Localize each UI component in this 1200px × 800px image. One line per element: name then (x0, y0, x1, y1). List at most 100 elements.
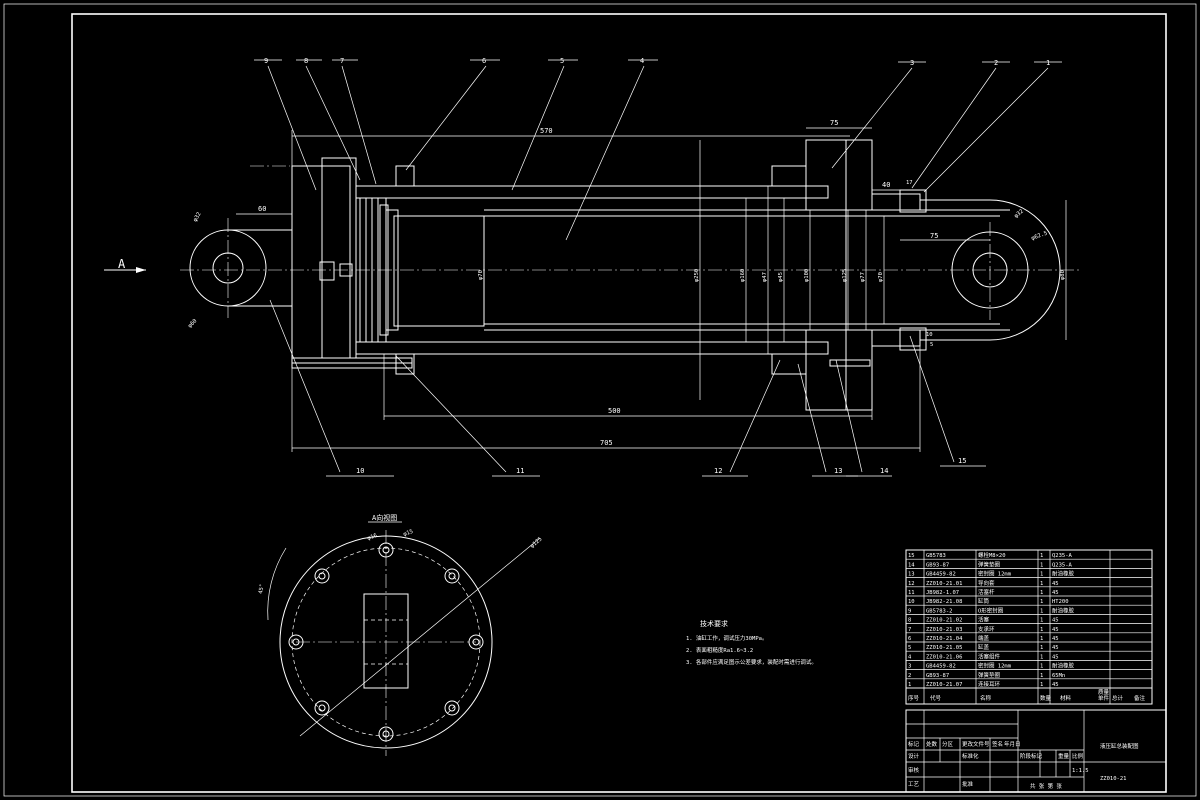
dim-phi-left-big: φ60 (187, 318, 198, 329)
tb-scale-value: 1:1.5 (1072, 768, 1089, 774)
bom-cell: 缸盖 (978, 643, 990, 651)
tb-drawing-name: 液压缸总装配图 (1100, 742, 1139, 750)
tb-label-process: 工艺 (908, 781, 920, 788)
dim-5: 5 (930, 342, 933, 348)
bom-cell: 1 (1040, 673, 1043, 679)
part-number-6: 6 (482, 57, 486, 65)
part-number-9: 9 (264, 57, 268, 65)
part-number-11: 11 (516, 467, 524, 475)
bom-cell: 65Mn (1052, 673, 1065, 679)
part-number-13: 13 (834, 467, 842, 475)
bom-cell: 2 (908, 673, 911, 679)
bom-cell: 7 (908, 627, 911, 633)
bom-cell: 1 (908, 682, 911, 688)
dim-phi-mid-5: φ125 (842, 269, 848, 282)
tb-label-review: 审核 (908, 766, 920, 774)
bom-header-cell: 总计 (1112, 694, 1124, 702)
bom-cell: 1 (1040, 553, 1043, 559)
part-number-10: 10 (356, 467, 364, 475)
bom-cell: 4 (908, 654, 912, 660)
bom-cell: 活塞杆 (978, 588, 995, 596)
dim-75-top: 75 (830, 119, 838, 127)
bom-cell: 45 (1052, 627, 1059, 633)
part-number-14: 14 (880, 467, 888, 475)
bom-cell: 12 (908, 581, 915, 587)
bom-header-cell: 代号 (930, 694, 942, 702)
bom-cell: ZZ010-21.06 (926, 654, 962, 660)
bom-cell: 弹簧垫圈 (978, 671, 1001, 679)
dim-75-right: 75 (930, 232, 938, 240)
part-number-12: 12 (714, 467, 722, 475)
bom-cell: ZZ010-21.03 (926, 627, 962, 633)
dim-phi-mid-1: φ160 (740, 269, 746, 282)
bom-cell: 1 (1040, 682, 1043, 688)
bom-cell: 9 (908, 608, 911, 614)
bom-cell: 8 (908, 618, 911, 624)
bom-cell: 活塞 (978, 616, 990, 624)
view-arrow-label: A (118, 257, 126, 271)
section-view: 570 705 500 75 75 60 40 17 10 5 φ32 φ60 … (104, 57, 1080, 477)
tb-weight-label: 重量 (1058, 752, 1070, 760)
bom-cell: Q235-A (1052, 562, 1073, 568)
bom-cell: GB4459-82 (926, 572, 956, 578)
dim-phi-right-small: φ32 (1013, 209, 1024, 220)
dim-500: 500 (608, 407, 621, 415)
bom-cell: JB982-21.08 (926, 599, 962, 605)
notes-line-1: 1. 油缸工作，调试压力30MPa。 (686, 634, 768, 642)
cylinder-tube-top (355, 185, 829, 199)
dim-10: 10 (926, 332, 933, 338)
tb-label-zone: 分区 (942, 740, 954, 748)
dim-17: 17 (906, 180, 913, 186)
bom-cell: 1 (1040, 590, 1043, 596)
bom-frame (905, 549, 1153, 705)
bom-cell: 1 (1040, 618, 1043, 624)
bom-header-weight: 质量 (1098, 688, 1110, 696)
bom-cell: ZZ010-21.01 (926, 581, 962, 587)
bom-cell: 45 (1052, 682, 1059, 688)
bom-cell: 5 (908, 645, 911, 651)
bom-cell: 45 (1052, 618, 1059, 624)
dim-phi-left-small: φ32 (193, 211, 203, 223)
bom-cell: GB93-87 (926, 673, 949, 679)
dim-phi-mid-7: φ70 (878, 272, 884, 282)
bom-cell: 3 (908, 664, 911, 670)
bom-cell: ZZ010-21.04 (926, 636, 963, 642)
bom-cell: JB982-1.07 (926, 590, 959, 596)
bom-cell: 45 (1052, 654, 1059, 660)
tb-label-approve: 批准 (962, 780, 974, 788)
notes-line-3: 3. 各部件应满足图示公差要求，装配时需进行调试。 (686, 658, 817, 666)
part-number-15: 15 (958, 457, 966, 465)
tb-label-standard: 标准化 (962, 752, 979, 760)
bom-cell: 6 (908, 636, 911, 642)
bom-cell: 螺栓M8×20 (978, 551, 1006, 559)
bom-cell: GB5783 (926, 553, 946, 559)
bom-cell: GB4459-82 (926, 664, 956, 670)
dim-570: 570 (540, 127, 553, 135)
view-title: A向视图 (372, 513, 397, 522)
bom-cell: 45 (1052, 581, 1059, 587)
bom-cell: 1 (1040, 562, 1043, 568)
dim-phi-mid-6: φ77 (860, 272, 866, 282)
bolt-holes (288, 542, 484, 742)
tb-label-date: 年月日 (1004, 740, 1021, 748)
bom-cell: 13 (908, 572, 915, 578)
notes-title: 技术要求 (700, 619, 728, 628)
bom-cell: 14 (908, 562, 915, 568)
bom-cell: 1 (1040, 608, 1043, 614)
bom-cell: GB93-87 (926, 562, 949, 568)
dim-phi15: φ15 (403, 529, 414, 538)
inner-border (71, 13, 1167, 793)
bom-cell: 45 (1052, 645, 1059, 651)
bom-cell: 密封圈 12mm (978, 570, 1012, 578)
part-number-7: 7 (340, 57, 344, 65)
dim-60: 60 (258, 205, 266, 213)
front-head-top (805, 139, 873, 211)
dim-phi-right-big: φ62.5 (1031, 231, 1049, 242)
bom-cell: 1 (1040, 581, 1043, 587)
part-number-8: 8 (304, 57, 308, 65)
bom-cell: 耐油橡胶 (1052, 606, 1075, 614)
bom-cell: 活塞组件 (978, 652, 1001, 660)
bom-cell: 1 (1040, 645, 1043, 651)
